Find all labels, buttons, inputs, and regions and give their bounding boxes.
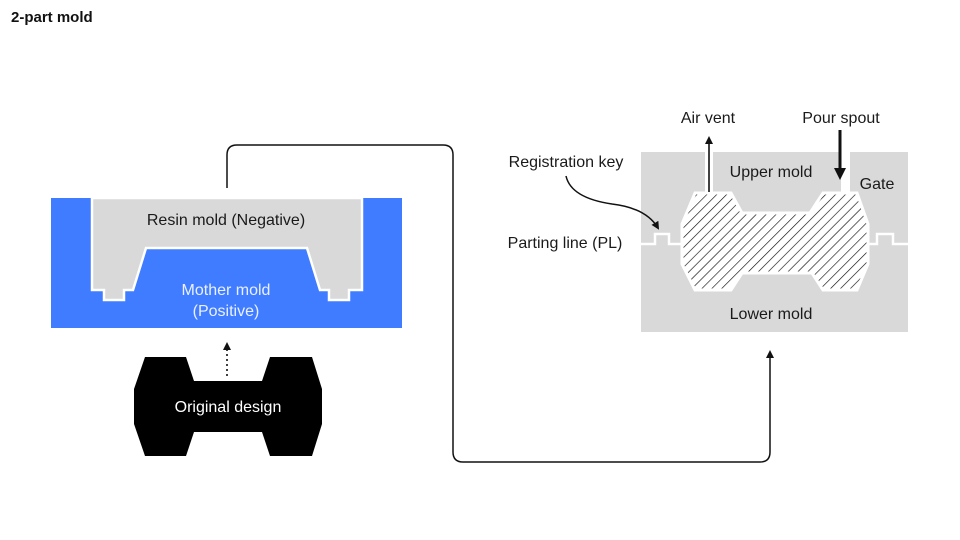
mold-cavity	[680, 191, 870, 292]
left-mold-assembly: Resin mold (Negative) Mother mold (Posit…	[51, 196, 402, 328]
resin-mold-negative	[90, 196, 364, 302]
registration-key-label: Registration key	[509, 154, 624, 171]
resin-mold-label: Resin mold (Negative)	[147, 212, 305, 229]
lower-mold-label: Lower mold	[730, 306, 813, 323]
air-vent-label: Air vent	[681, 110, 736, 127]
mother-mold-label: Mother mold	[182, 282, 271, 299]
pour-spout-channel	[841, 152, 850, 194]
original-design-shape	[134, 357, 322, 456]
two-part-mold: Upper mold Gate Lower mold	[641, 152, 908, 332]
mother-mold-sublabel: (Positive)	[193, 303, 260, 320]
page-title: 2-part mold	[11, 9, 93, 26]
registration-key-arrow	[565, 175, 660, 230]
parting-line-label: Parting line (PL)	[508, 235, 623, 252]
original-design: Original design	[134, 357, 322, 456]
gate-label: Gate	[860, 176, 895, 193]
process-connector-arrow	[226, 144, 774, 463]
parting-line	[641, 232, 908, 246]
original-design-label: Original design	[175, 399, 282, 416]
pour-spout-label: Pour spout	[802, 110, 880, 127]
upper-mold-label: Upper mold	[730, 164, 813, 181]
